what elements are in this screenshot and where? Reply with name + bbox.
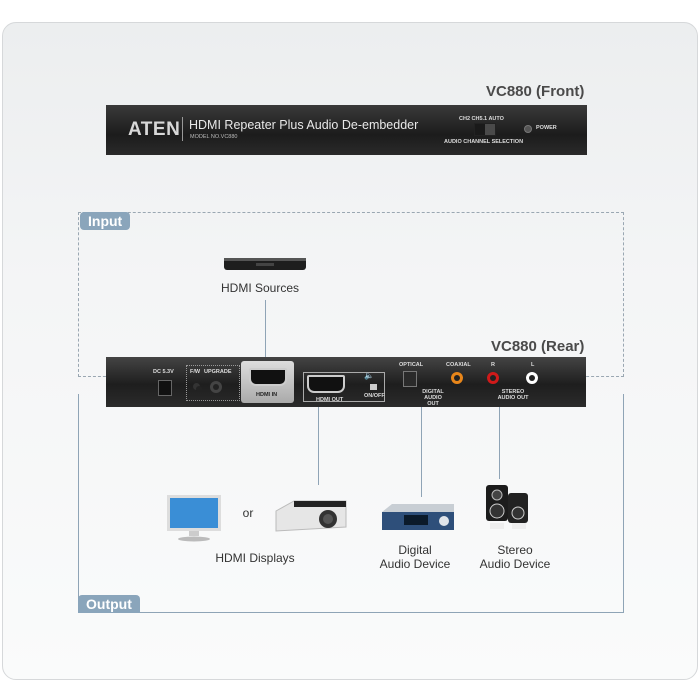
model-number: MODEL NO.VC880 [190,134,238,140]
digital-audio-device-icon [382,504,454,530]
audio-channel-switch[interactable] [474,123,496,136]
digital-device-label-2: Audio Device [379,557,451,571]
power-led-icon [524,125,532,133]
hdmi-displays-label: HDMI Displays [215,551,295,565]
hdmi-out-port[interactable] [307,375,345,393]
rear-title: VC880 (Rear) [491,338,585,355]
switch-caption: AUDIO CHANNEL SELECTION [444,139,524,145]
optical-port[interactable] [403,371,417,387]
power-label: POWER [536,125,557,131]
upgrade-port [210,381,222,393]
speaker-icon: 🔈 [364,371,374,380]
product-name: HDMI Repeater Plus Audio De-embedder [189,118,419,132]
r-label: R [491,362,495,368]
hdmi-in-label: HDMI IN [256,392,278,398]
front-title: VC880 (Front) [486,83,585,100]
onoff-label: ON/OFF [364,393,385,399]
dvd-player-icon [224,258,306,270]
output-tag: Output [78,595,140,613]
monitor-icon [167,495,221,542]
connector-line [265,300,266,357]
optical-label: OPTICAL [399,362,424,368]
stereo-out-label: STEREO AUDIO OUT [497,389,529,401]
fw-port [193,383,202,392]
connector-line [499,407,500,479]
onoff-switch[interactable] [370,384,377,390]
coaxial-label: COAXIAL [446,362,471,368]
l-label: L [531,362,535,368]
projector-icon [275,500,347,532]
left-audio-port[interactable] [526,372,538,384]
hdmi-sources-label: HDMI Sources [220,281,300,295]
output-region [78,394,624,613]
coaxial-port[interactable] [451,372,463,384]
switch-labels: CH2 CH5.1 AUTO [459,116,504,122]
fw-label: F/W [190,369,201,375]
divider [182,117,183,141]
rear-device: DC 5.3V F/W UPGRADE HDMI IN HDMI OUT 🔈 O… [106,357,586,407]
upgrade-label: UPGRADE [204,369,232,375]
digital-out-label: DIGITAL AUDIO OUT [422,389,444,407]
or-label: or [242,506,254,520]
dc-label: DC 5.3V [153,369,174,375]
digital-device-label-1: Digital [398,543,432,557]
front-device: ATEN HDMI Repeater Plus Audio De-embedde… [106,105,587,155]
hdmi-out-group [303,372,385,402]
connector-line [421,407,422,497]
stereo-device-label-2: Audio Device [479,557,551,571]
connector-line [318,407,319,485]
stereo-device-label-1: Stereo [497,543,533,557]
dc-jack [158,380,172,396]
upgrade-group [186,365,240,401]
hdmi-in-port[interactable] [249,368,287,386]
hdmi-out-label: HDMI OUT [316,397,344,403]
speakers-icon [486,485,528,529]
right-audio-port[interactable] [487,372,499,384]
aten-logo: ATEN [128,119,181,140]
input-tag: Input [80,212,131,230]
